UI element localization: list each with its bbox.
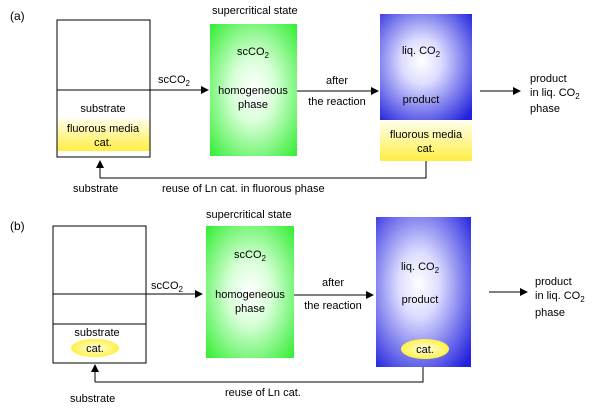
fluorous-label-a: fluorous media <box>67 123 140 135</box>
arrow-scco2-label-a: scCO2 <box>158 74 191 88</box>
blue-product-b: product <box>402 294 439 306</box>
after-label-b: after <box>322 277 344 289</box>
substrate-label-b: substrate <box>74 327 119 339</box>
green-phase-a: phase <box>238 99 268 111</box>
product-out1-b: product <box>535 276 572 288</box>
blue-cat-a: cat. <box>417 143 435 155</box>
blue-product-a: product <box>403 94 440 106</box>
blue-liquid-box-a <box>380 14 472 120</box>
substrate-in-b: substrate <box>70 393 115 405</box>
fluorous-cat-label-a: cat. <box>94 137 112 149</box>
state-label-b: supercritical state <box>206 209 292 221</box>
blue-fluorous-a: fluorous media <box>390 129 463 141</box>
green-phase-b: phase <box>235 303 265 315</box>
fluorous-layer-blue-a <box>380 120 472 161</box>
cat-label-b: cat. <box>86 343 104 355</box>
green-homogeneous-box-b <box>206 226 294 358</box>
reuse-label-a: reuse of Ln cat. in fluorous phase <box>162 183 325 195</box>
reuse-label-b: reuse of Ln cat. <box>225 387 301 399</box>
blue-cat-label-b: cat. <box>416 344 434 356</box>
reuse-line-b <box>95 367 424 383</box>
state-label-a: supercritical state <box>212 5 298 17</box>
substrate-label-a: substrate <box>80 103 125 115</box>
product-out2-b: in liq. CO2 <box>535 290 585 304</box>
blue-liqco2-a: liq. CO2 <box>402 45 441 59</box>
reuse-line-a <box>100 161 427 179</box>
blue-cat-ellipse-b <box>401 339 449 359</box>
panel-b: (b) substrate cat. scCO2 supercritical s… <box>10 209 585 405</box>
panel-a: (a) substrate fluorous media cat. scCO2 … <box>10 5 580 195</box>
green-homogeneous-box-a <box>210 24 297 156</box>
product-out3-b: phase <box>535 307 565 319</box>
arrow-scco2-label-b: scCO2 <box>151 280 184 294</box>
fluorous-layer-a <box>57 118 150 151</box>
green-scco2-a: scCO2 <box>237 46 270 60</box>
product-out2-a: in liq. CO2 <box>530 87 580 101</box>
panel-a-label: (a) <box>10 9 25 23</box>
panel-b-label: (b) <box>10 219 25 233</box>
product-out3-a: phase <box>530 103 560 115</box>
green-scco2-b: scCO2 <box>234 249 267 263</box>
cat-ellipse-b <box>71 339 119 357</box>
green-homogeneous-a: homogeneous <box>218 85 288 97</box>
reaction-label-b: the reaction <box>304 300 361 312</box>
blue-liqco2-b: liq. CO2 <box>401 261 440 275</box>
substrate-in-a: substrate <box>73 183 118 195</box>
reaction-label-a: the reaction <box>308 96 365 108</box>
green-homogeneous-b: homogeneous <box>215 289 285 301</box>
after-label-a: after <box>326 75 348 87</box>
product-out1-a: product <box>530 73 567 85</box>
